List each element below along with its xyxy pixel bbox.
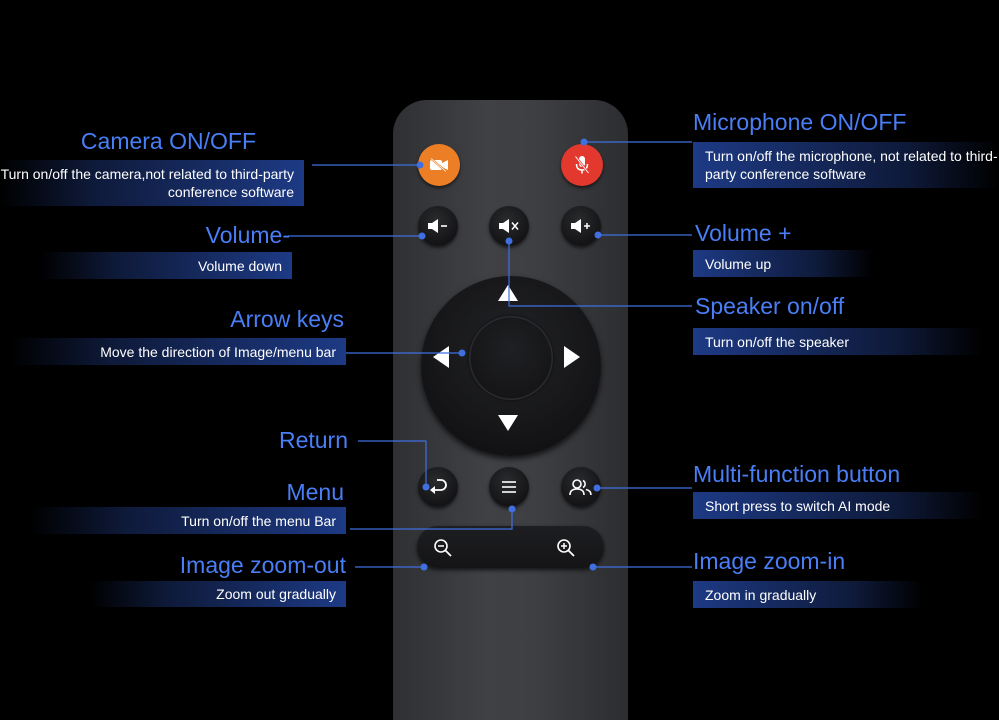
multi-function-title: Multi-function button [693, 461, 901, 487]
menu-button[interactable] [489, 467, 529, 507]
zoom-rocker [417, 526, 604, 568]
ok-button[interactable] [469, 316, 553, 400]
microphone-description: Turn on/off the microphone, not related … [693, 142, 999, 188]
speaker-minus-icon [428, 219, 447, 233]
menu-description: Turn on/off the menu Bar [30, 507, 346, 534]
speaker-mute-icon [499, 219, 519, 233]
return-title: Return [278, 427, 348, 453]
arrow-down-icon[interactable] [497, 414, 519, 432]
zoom-out-title: Image zoom-out [179, 552, 346, 578]
multi-function-description: Short press to switch AI mode [693, 492, 983, 519]
volume-down-description: Volume down [40, 252, 292, 279]
magnifier-plus-icon[interactable] [556, 538, 576, 558]
people-icon [569, 479, 592, 496]
camera-button[interactable] [418, 144, 460, 186]
microphone-title: Microphone ON/OFF [693, 109, 907, 135]
volume-down-title: Volume- [205, 222, 290, 248]
volume-up-description: Volume up [693, 250, 873, 277]
speaker-mute-button[interactable] [489, 206, 529, 246]
arrow-keys-description: Move the direction of Image/menu bar [10, 338, 346, 365]
zoom-in-title: Image zoom-in [693, 548, 846, 574]
return-button[interactable] [418, 467, 458, 507]
arrow-up-icon[interactable] [497, 284, 519, 302]
zoom-in-description: Zoom in gradually [693, 581, 923, 608]
volume-up-button[interactable] [561, 206, 601, 246]
speaker-description: Turn on/off the speaker [693, 328, 983, 355]
video-camera-off-icon [430, 158, 448, 172]
camera-description: Turn on/off the camera,not related to th… [0, 160, 304, 206]
arrow-left-icon[interactable] [432, 345, 450, 369]
microphone-off-icon [574, 155, 590, 174]
volume-up-title: Volume + [695, 220, 792, 246]
menu-title: Menu [286, 479, 344, 505]
arrow-right-icon[interactable] [563, 345, 581, 369]
speaker-title: Speaker on/off [695, 293, 845, 319]
return-arrow-icon [430, 479, 447, 494]
multi-function-button[interactable] [561, 467, 601, 507]
zoom-out-description: Zoom out gradually [90, 581, 346, 607]
microphone-button[interactable] [561, 144, 603, 186]
camera-title: Camera ON/OFF [80, 128, 256, 154]
hamburger-menu-icon [502, 481, 516, 493]
magnifier-minus-icon[interactable] [433, 538, 453, 558]
arrow-keys-title: Arrow keys [230, 306, 344, 332]
volume-down-button[interactable] [418, 206, 458, 246]
speaker-plus-icon [571, 219, 590, 233]
remote-diagram: Camera ON/OFF Turn on/off the camera,not… [0, 100, 999, 720]
